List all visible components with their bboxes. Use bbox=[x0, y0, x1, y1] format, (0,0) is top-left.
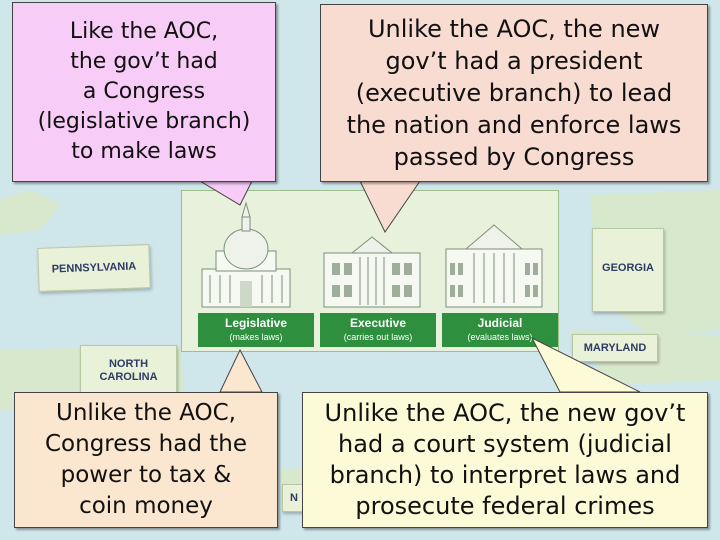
branch-name-executive: Executive bbox=[349, 316, 407, 330]
branch-role-judicial: (evaluates laws) bbox=[467, 332, 533, 342]
branch-name-judicial: Judicial bbox=[477, 316, 523, 330]
callout-executive: Unlike the AOC, the new gov’t had a pres… bbox=[320, 4, 708, 182]
state-georgia: GEORGIA bbox=[592, 228, 664, 312]
state-north-carolina: NORTH CAROLINA bbox=[80, 345, 177, 395]
state-pennsylvania: PENNSYLVANIA bbox=[37, 244, 151, 292]
supreme-court-building-icon bbox=[445, 224, 543, 308]
state-label-pennsylvania: PENNSYLVANIA bbox=[51, 260, 137, 276]
state-label-georgia: GEORGIA bbox=[602, 262, 654, 274]
callout-executive-text: Unlike the AOC, the new gov’t had a pres… bbox=[346, 15, 682, 171]
branches-diagram: Legislative (makes laws) Executive (carr… bbox=[181, 190, 559, 352]
callout-taxing-text: Unlike the AOC, Congress had the power t… bbox=[44, 400, 247, 519]
branch-label-legislative: Legislative (makes laws) bbox=[198, 313, 314, 347]
capitol-building-icon bbox=[201, 201, 291, 308]
callout-legislative-text: Like the AOC, the gov’t had a Congress (… bbox=[37, 19, 251, 164]
callout-taxing: Unlike the AOC, Congress had the power t… bbox=[14, 392, 278, 528]
branch-label-executive: Executive (carries out laws) bbox=[320, 313, 436, 347]
branch-role-legislative: (makes laws) bbox=[229, 332, 283, 342]
state-label-north: NORTH bbox=[108, 358, 149, 370]
callout-legislative: Like the AOC, the gov’t had a Congress (… bbox=[12, 2, 276, 182]
state-maryland: MARYLAND bbox=[572, 334, 658, 362]
branch-name-legislative: Legislative bbox=[224, 316, 288, 330]
state-label-partial: N bbox=[290, 492, 298, 504]
branch-label-judicial: Judicial (evaluates laws) bbox=[442, 313, 558, 347]
state-label-carolina: CAROLINA bbox=[99, 371, 158, 383]
callout-judicial-text: Unlike the AOC, the new gov’t had a cour… bbox=[324, 399, 686, 520]
white-house-building-icon bbox=[323, 236, 421, 308]
state-label-maryland: MARYLAND bbox=[583, 342, 647, 354]
branch-role-executive: (carries out laws) bbox=[343, 332, 413, 342]
callout-judicial: Unlike the AOC, the new gov’t had a cour… bbox=[302, 392, 708, 528]
